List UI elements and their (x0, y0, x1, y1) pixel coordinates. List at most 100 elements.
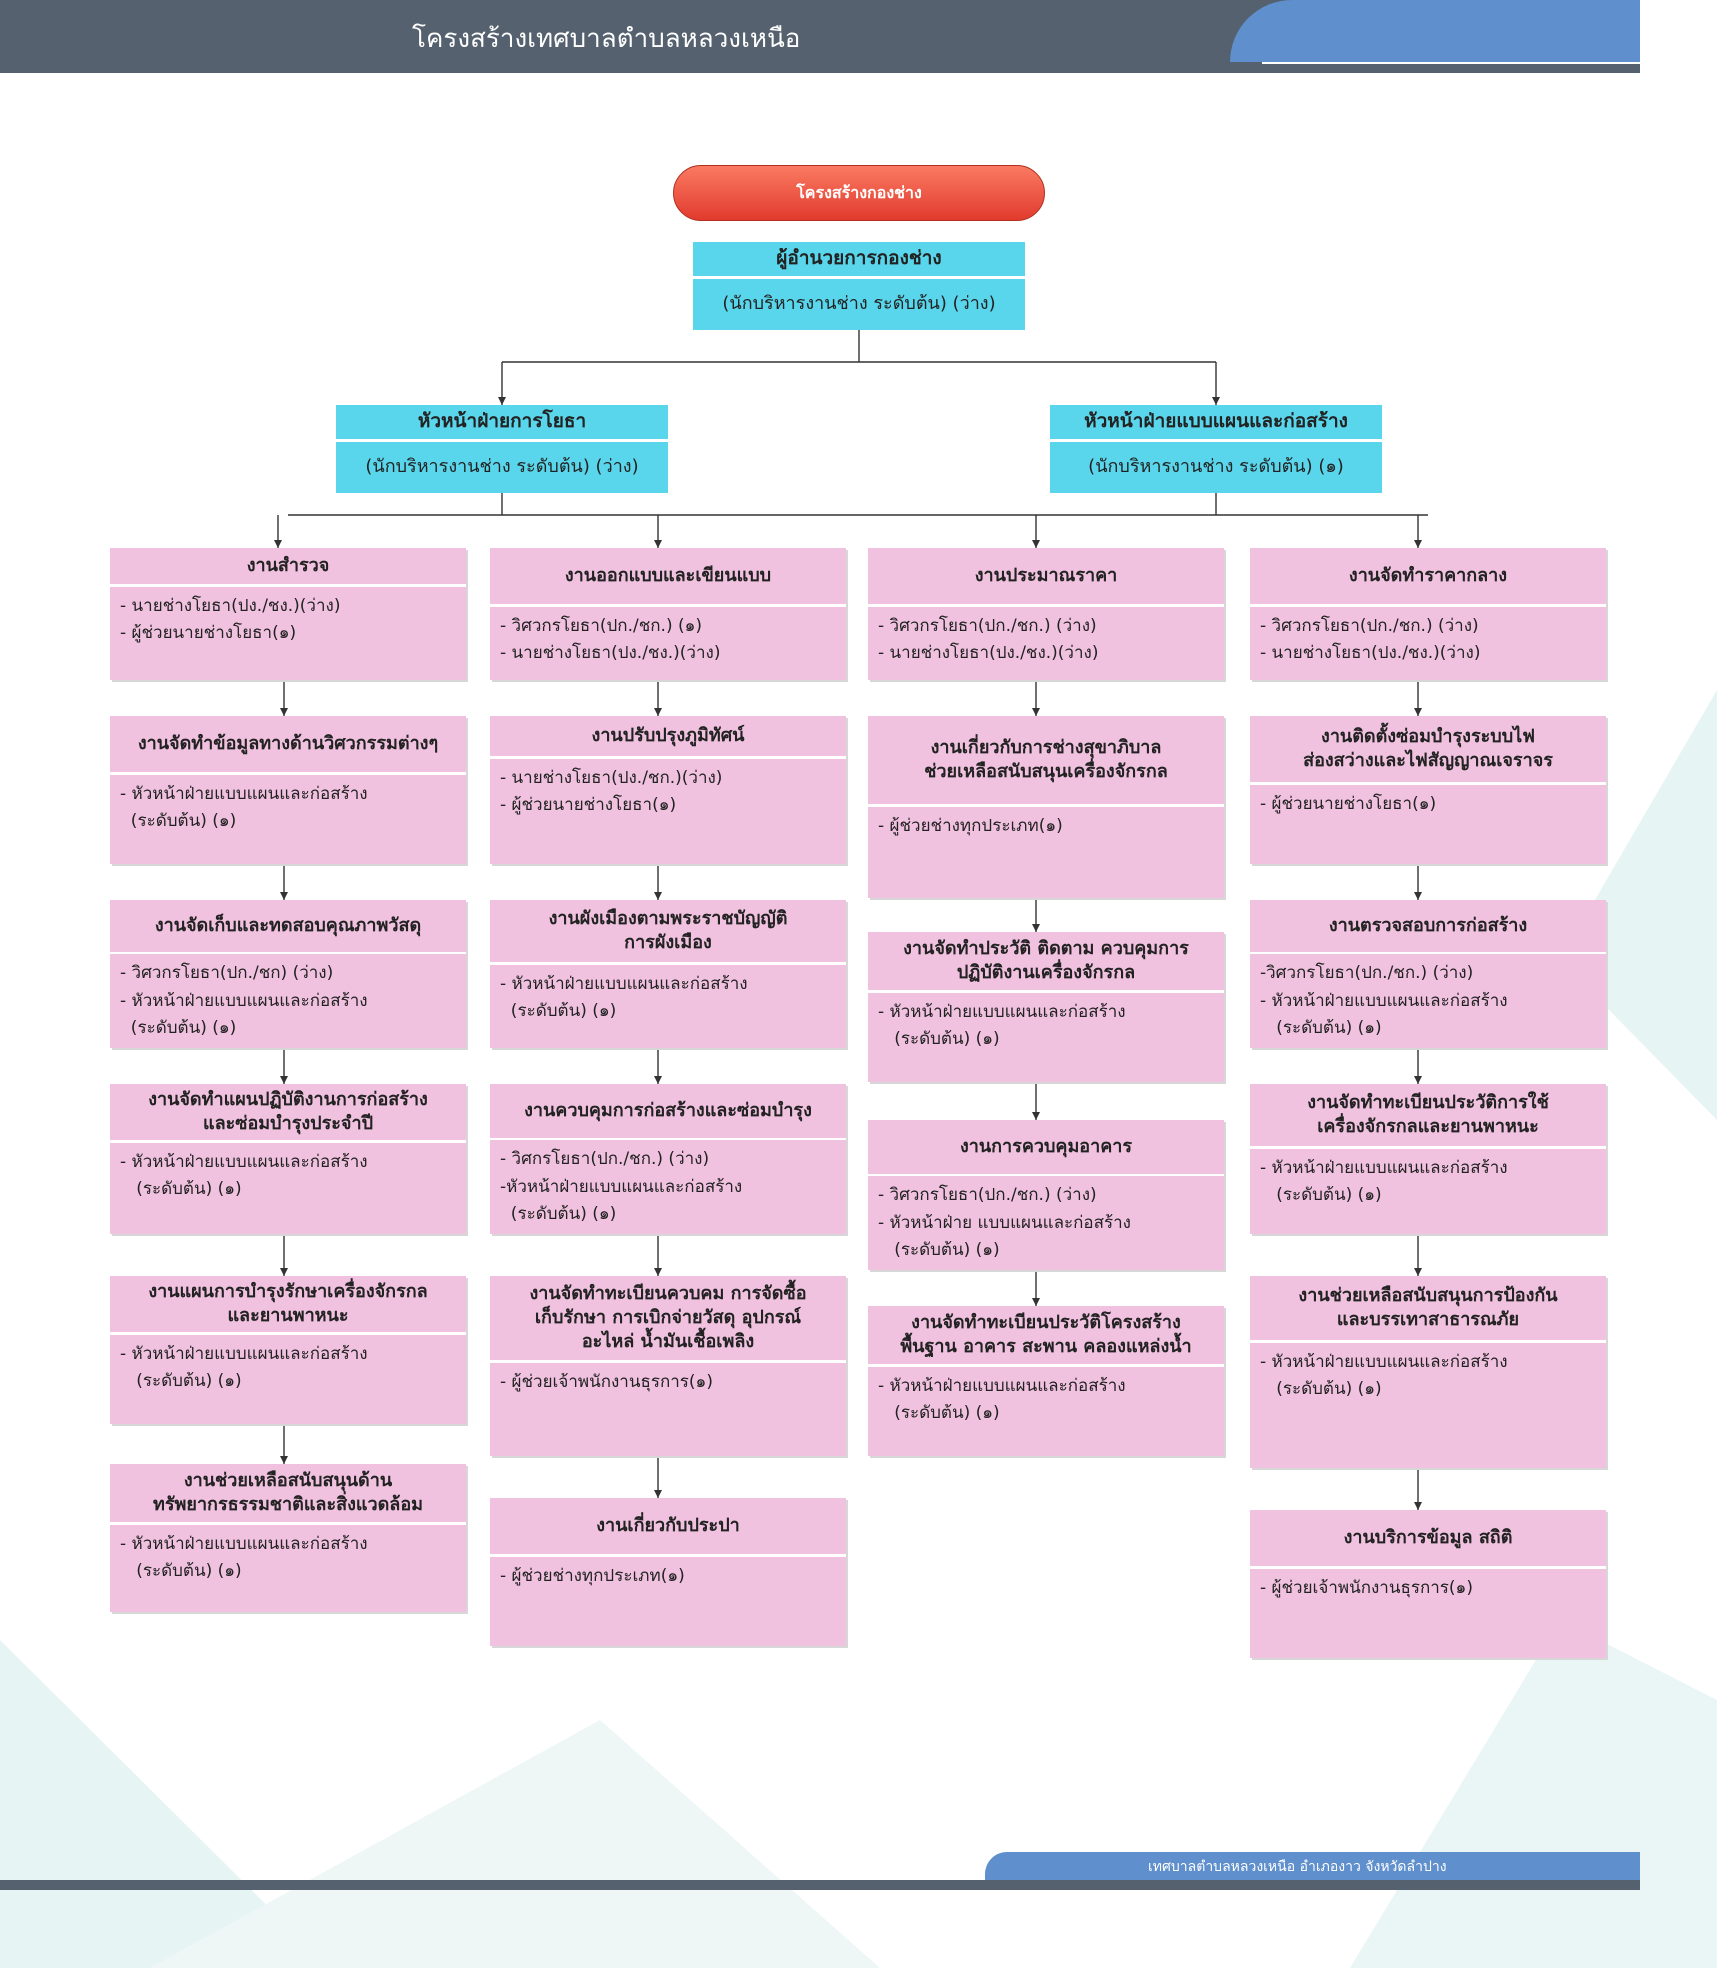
task-box: งานช่วยเหลือสนับสนุนการป้องกัน และบรรเทา… (1250, 1276, 1606, 1468)
box-divider (1050, 439, 1382, 442)
footer-text: เทศบาลตำบลหลวงเหนือ อำเภองาว จังหวัดลำปา… (1148, 1859, 1447, 1875)
box-divider (868, 804, 1224, 807)
staff-line: - นายช่างโยธา(ปง./ชง.)(ว่าง) (500, 643, 721, 664)
staff-line: (ระดับต้น) (๑) (120, 1561, 242, 1582)
staff-line: - ผู้ช่วยช่างทุกประเภท(๑) (878, 816, 1063, 836)
task-staff-list: - หัวหน้าฝ่ายแบบแผนและก่อสร้าง (ระดับต้น… (868, 1367, 1224, 1456)
staff-line: - วิศวกรโยธา(ปก./ชก) (ว่าง) (120, 963, 334, 984)
staff-line: - นายช่างโยธา(ปง./ชง.)(ว่าง) (1260, 643, 1481, 664)
connector-arrowhead (1414, 540, 1422, 548)
staff-line: - หัวหน้าฝ่ายแบบแผนและก่อสร้าง (1260, 1158, 1508, 1178)
task-box: งานควบคุมการก่อสร้างและซ่อมบำรุง- วิศกรโ… (490, 1084, 846, 1234)
page-title: โครงสร้างเทศบาลตำบลหลวงเหนือ (412, 24, 801, 54)
staff-line: - ผู้ช่วยเจ้าพนักงานธุรการ(๑) (1260, 1578, 1473, 1598)
connector-arrowhead (280, 708, 288, 716)
head-title: หัวหน้าฝ่ายการโยธา (336, 405, 668, 439)
task-box: งานจัดทำราคากลาง- วิศวกรโยธา(ปก./ชก.) (ว… (1250, 548, 1606, 680)
connector-arrowhead (274, 540, 282, 548)
task-title: งานบริการข้อมูล สถิติ (1250, 1510, 1606, 1566)
connector-arrowhead (1032, 540, 1040, 548)
task-staff-list: - วิศวกรโยธา(ปก./ชก.) (๑) - นายช่างโยธา(ป… (490, 607, 846, 680)
task-box: งานเกี่ยวกับประปา- ผู้ช่วยช่างทุกประเภท(… (490, 1498, 846, 1646)
staff-line: (ระดับต้น) (๑) (1260, 1017, 1382, 1038)
connector-arrowhead (1032, 924, 1040, 932)
task-title: งานจัดทำประวัติ ติดตาม ควบคุมการ ปฏิบัติ… (868, 932, 1224, 990)
task-box: งานออกแบบและเขียนแบบ- วิศวกรโยธา(ปก./ชก.… (490, 548, 846, 680)
staff-line: - ผู้ช่วยช่างทุกประเภท(๑) (500, 1566, 685, 1586)
task-title: งานการควบคุมอาคาร (868, 1120, 1224, 1174)
staff-line: - หัวหน้าฝ่าย แบบแผนและก่อสร้าง (878, 1212, 1131, 1233)
task-title: งานจัดเก็บและทดสอบคุณภาพวัสดุ (110, 900, 466, 952)
task-staff-list: - วิศกรโยธา(ปก./ชก.) (ว่าง)-หัวหน้าฝ่ายแ… (490, 1140, 846, 1234)
head-box-design-construction: หัวหน้าฝ่ายแบบแผนและก่อสร้าง (นักบริหารง… (1050, 405, 1382, 493)
box-divider (868, 604, 1224, 607)
task-title: งานจัดทำทะเบียนประวัติโครงสร้าง พื้นฐาน … (868, 1306, 1224, 1364)
staff-line: - วิศวกรโยธา(ปก./ชก.) (ว่าง) (878, 1185, 1097, 1206)
staff-line: (ระดับต้น) (๑) (1260, 1185, 1382, 1206)
connector-arrowhead (1414, 708, 1422, 716)
box-divider (1250, 1566, 1606, 1569)
task-box: งานตรวจสอบการก่อสร้าง-วิศวกรโยธา(ปก./ชก.… (1250, 900, 1606, 1048)
task-box: งานจัดทำทะเบียนประวัติการใช้ เครื่องจักร… (1250, 1084, 1606, 1234)
task-title: งานปรับปรุงภูมิทัศน์ (490, 716, 846, 756)
header-accent-tab (1230, 0, 1640, 62)
connector-arrowhead (1414, 1076, 1422, 1084)
box-divider (1250, 1340, 1606, 1343)
task-staff-list: - วิศวกรโยธา(ปก./ชก) (ว่าง) - หัวหน้าฝ่าย… (110, 954, 466, 1048)
staff-line: (ระดับต้น) (๑) (878, 1239, 1000, 1260)
staff-line: - ผู้ช่วยเจ้าพนักงานธุรการ(๑) (500, 1372, 713, 1392)
box-divider (693, 276, 1025, 279)
head-title: หัวหน้าฝ่ายแบบแผนและก่อสร้าง (1050, 405, 1382, 439)
connector-arrowhead (1032, 1112, 1040, 1120)
box-divider (490, 756, 846, 759)
task-title: งานออกแบบและเขียนแบบ (490, 548, 846, 604)
staff-line: - หัวหน้าฝ่ายแบบแผนและก่อสร้าง (120, 990, 368, 1011)
staff-line: - หัวหน้าฝ่ายแบบแผนและก่อสร้าง (120, 1344, 368, 1364)
connector-arrowhead (654, 540, 662, 548)
box-divider (1250, 1146, 1606, 1149)
task-box: งานช่วยเหลือสนับสนุนด้าน ทรัพยากรธรรมชาต… (110, 1464, 466, 1612)
box-divider (110, 584, 466, 587)
staff-line: - ผู้ช่วยนายช่างโยธา(๑) (120, 623, 297, 644)
staff-line: - นายช่างโยธา(ปง./ชง.)(ว่าง) (878, 643, 1099, 664)
task-staff-list: - หัวหน้าฝ่ายแบบแผนและก่อสร้าง (ระดับต้น… (110, 1335, 466, 1424)
connector-arrowhead (654, 708, 662, 716)
task-title: งานจัดทำราคากลาง (1250, 548, 1606, 604)
connector-arrowhead (280, 892, 288, 900)
task-staff-list: - วิศวกรโยธา(ปก./ชก.) (ว่าง) - หัวหน้าฝ่า… (868, 1176, 1224, 1270)
task-title: งานเกี่ยวกับการช่างสุขาภิบาล ช่วยเหลือสน… (868, 716, 1224, 804)
box-divider (490, 1554, 846, 1557)
staff-line: - หัวหน้าฝ่ายแบบแผนและก่อสร้าง (500, 974, 748, 994)
head-subtitle: (นักบริหารงานช่าง ระดับต้น) (ว่าง) (336, 442, 668, 493)
task-title: งานจัดทำทะเบียนประวัติการใช้ เครื่องจักร… (1250, 1084, 1606, 1146)
box-divider (336, 439, 668, 442)
task-staff-list: - หัวหน้าฝ่ายแบบแผนและก่อสร้าง (ระดับต้น… (110, 775, 466, 864)
staff-line: - ผู้ช่วยนายช่างโยธา(๑) (500, 795, 677, 816)
box-divider (490, 962, 846, 965)
box-divider (490, 604, 846, 607)
connector-arrowhead (1212, 397, 1220, 405)
staff-line: (ระดับต้น) (๑) (878, 1403, 1000, 1424)
box-divider (490, 1137, 846, 1141)
task-staff-list: - หัวหน้าฝ่ายแบบแผนและก่อสร้าง (ระดับต้น… (110, 1143, 466, 1234)
org-title-banner: โครงสร้างกองช่าง (673, 165, 1045, 221)
task-title: งานติดตั้งซ่อมบำรุงระบบไฟ ส่องสว่างและไฟ… (1250, 716, 1606, 782)
task-title: งานจัดทำข้อมูลทางด้านวิศวกรรมต่างๆ (110, 716, 466, 772)
connector-arrowhead (1414, 1268, 1422, 1276)
box-divider (868, 990, 1224, 993)
staff-line: (ระดับต้น) (๑) (878, 1029, 1000, 1050)
connector-arrowhead (1414, 1502, 1422, 1510)
task-box: งานติดตั้งซ่อมบำรุงระบบไฟ ส่องสว่างและไฟ… (1250, 716, 1606, 864)
task-staff-list: - หัวหน้าฝ่ายแบบแผนและก่อสร้าง (ระดับต้น… (868, 993, 1224, 1082)
footer-bar (0, 1880, 1640, 1890)
staff-line: - วิศวกรโยธา(ปก./ชก.) (๑) (500, 616, 703, 636)
connector-arrowhead (1414, 892, 1422, 900)
task-staff-list: - วิศวกรโยธา(ปก./ชก.) (ว่าง)- นายช่างโยธ… (868, 607, 1224, 680)
task-staff-list: - ผู้ช่วยช่างทุกประเภท(๑) (490, 1557, 846, 1646)
task-staff-list: - หัวหน้าฝ่ายแบบแผนและก่อสร้าง (ระดับต้น… (1250, 1343, 1606, 1468)
task-box: งานจัดทำแผนปฏิบัติงานการก่อสร้าง และซ่อม… (110, 1084, 466, 1234)
task-title: งานตรวจสอบการก่อสร้าง (1250, 900, 1606, 952)
staff-line: - หัวหน้าฝ่ายแบบแผนและก่อสร้าง (120, 1534, 368, 1554)
task-box: งานจัดทำทะเบียนควบคม การจัดซื้อ เก็บรักษ… (490, 1276, 846, 1456)
